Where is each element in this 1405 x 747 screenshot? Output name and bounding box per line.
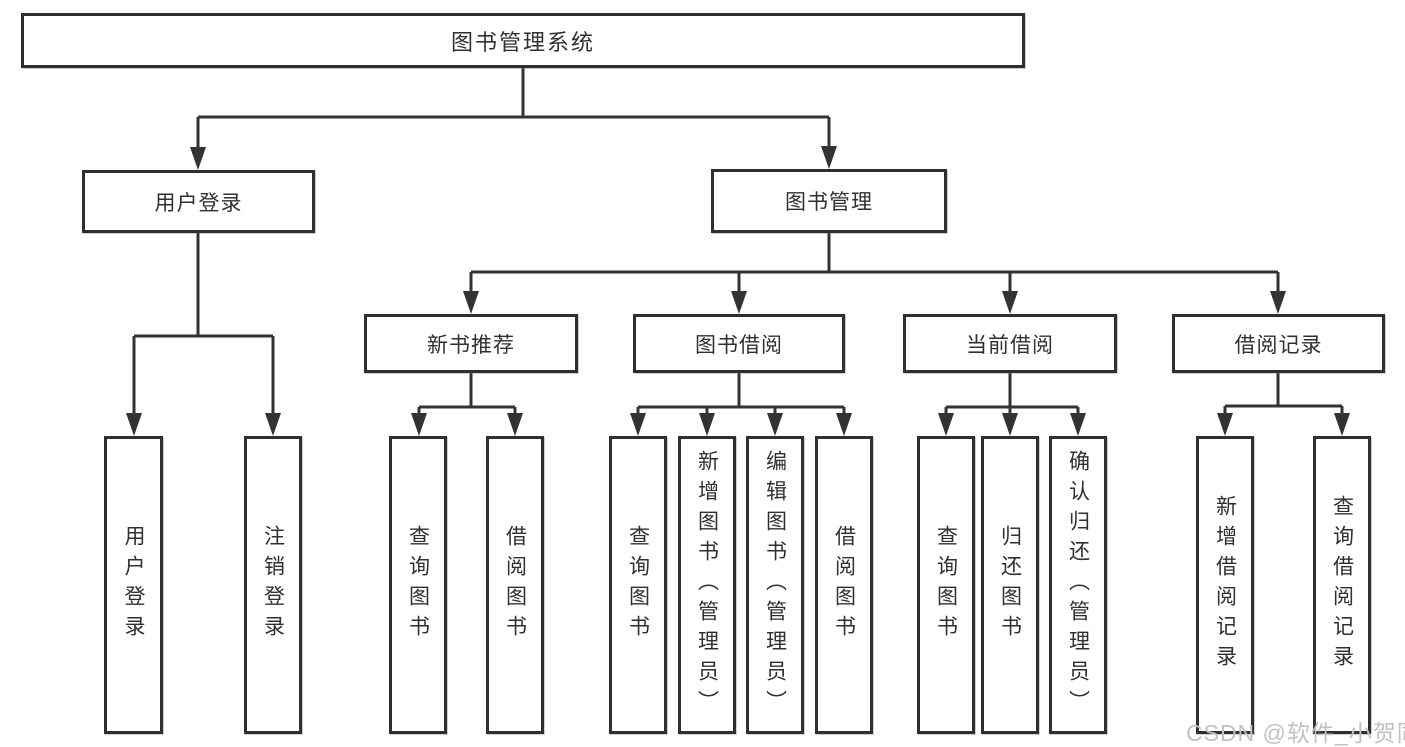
csdn-watermark: CSDN @软件_小贺同学	[1186, 720, 1405, 746]
leaf-records-add-record-label: 新增借阅记录	[1213, 495, 1237, 675]
leaf-borrow-add-books-admin: 新增图书（管理员）	[678, 436, 736, 734]
node-book-management: 图书管理	[711, 169, 947, 233]
leaf-user-login-label: 用户登录	[122, 525, 145, 645]
node-borrow-records-label: 借阅记录	[1234, 333, 1323, 357]
leaf-records-query-record: 查询借阅记录	[1313, 436, 1371, 734]
leaf-current-query-books-label: 查询图书	[934, 525, 958, 645]
leaf-current-return-books: 归还图书	[981, 436, 1039, 734]
leaf-borrow-borrow-books: 借阅图书	[815, 436, 873, 734]
node-book-borrow: 图书借阅	[633, 314, 845, 373]
leaf-user-login: 用户登录	[104, 436, 163, 734]
leaf-borrow-borrow-books-label: 借阅图书	[832, 525, 856, 645]
connector-rails	[134, 115, 1342, 409]
leaf-logout: 注销登录	[244, 436, 302, 734]
node-borrow-records: 借阅记录	[1172, 314, 1385, 373]
leaf-recommend-query-books-label: 查询图书	[406, 525, 430, 645]
connector-stems	[196, 68, 1280, 407]
leaf-recommend-query-books: 查询图书	[389, 436, 447, 734]
leaf-current-confirm-return-admin-label: 确认归还（管理员）	[1066, 450, 1090, 720]
node-root-system: 图书管理系统	[21, 13, 1025, 68]
node-new-book-recommend: 新书推荐	[364, 314, 578, 373]
node-root-label: 图书管理系统	[450, 29, 595, 55]
node-user-login: 用户登录	[82, 170, 315, 233]
leaf-borrow-query-books-label: 查询图书	[626, 525, 650, 645]
leaf-records-add-record: 新增借阅记录	[1196, 436, 1254, 734]
leaf-borrow-add-books-admin-label: 新增图书（管理员）	[695, 450, 719, 720]
leaf-recommend-borrow-books-label: 借阅图书	[503, 525, 527, 645]
leaf-current-confirm-return-admin: 确认归还（管理员）	[1049, 436, 1107, 734]
node-new-book-recommend-label: 新书推荐	[427, 333, 515, 357]
node-user-login-label: 用户登录	[154, 191, 243, 215]
node-book-management-label: 图书管理	[785, 191, 873, 214]
node-book-borrow-label: 图书借阅	[695, 333, 783, 357]
arrowhead-icons	[126, 146, 1350, 436]
leaf-borrow-query-books: 查询图书	[609, 436, 667, 734]
leaf-recommend-borrow-books: 借阅图书	[486, 436, 544, 734]
leaf-current-query-books: 查询图书	[917, 436, 975, 734]
node-current-borrow-label: 当前借阅	[966, 333, 1054, 357]
leaf-current-return-books-label: 归还图书	[998, 525, 1022, 645]
leaf-records-query-record-label: 查询借阅记录	[1330, 495, 1354, 675]
leaf-borrow-edit-books-admin: 编辑图书（管理员）	[746, 436, 804, 734]
leaf-logout-label: 注销登录	[261, 525, 285, 645]
leaf-borrow-edit-books-admin-label: 编辑图书（管理员）	[763, 450, 787, 720]
node-current-borrow: 当前借阅	[903, 314, 1117, 373]
